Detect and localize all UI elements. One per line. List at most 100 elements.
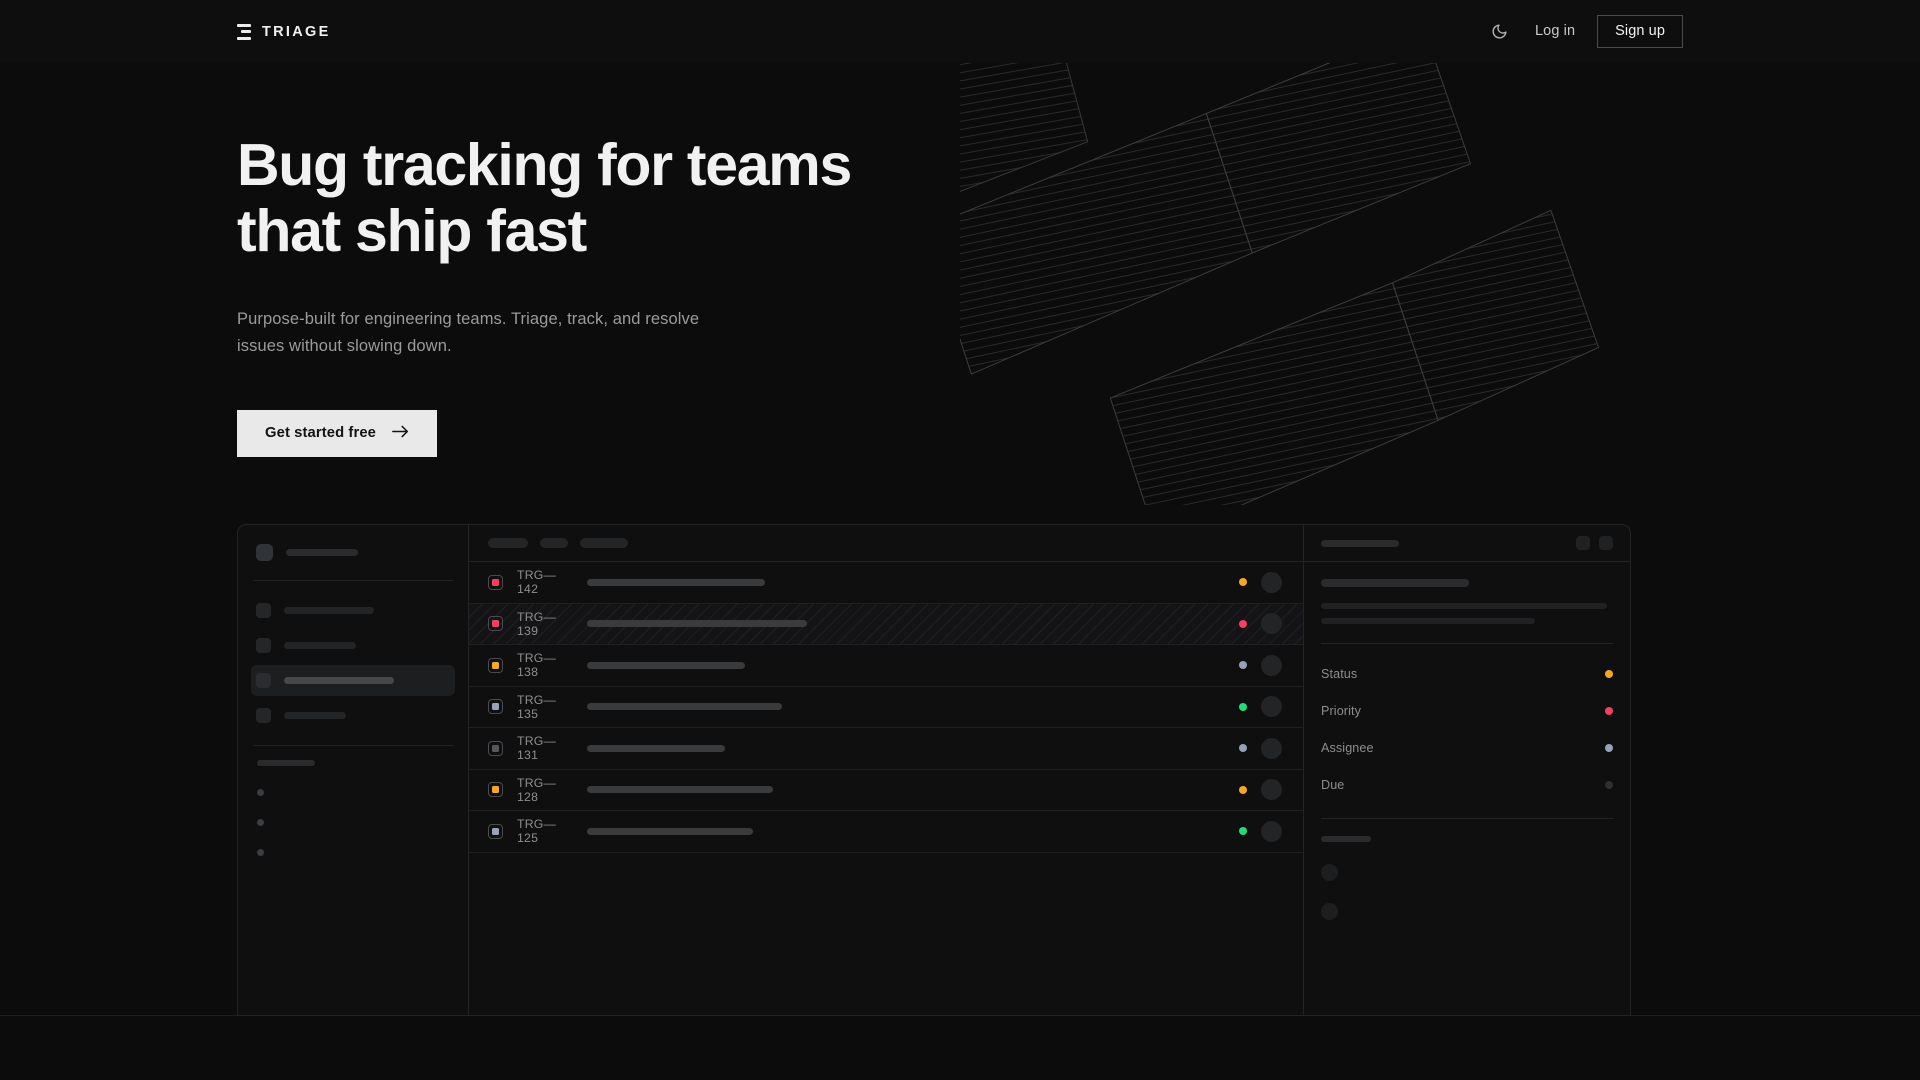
brand-logo[interactable]: TRIAGE — [237, 23, 331, 40]
table-row[interactable]: TRG—135 — [469, 687, 1303, 728]
detail-meta-row[interactable]: Due — [1321, 778, 1613, 792]
mockup-sidebar — [238, 525, 469, 1015]
issue-status-dot — [1239, 578, 1247, 587]
issue-title-skeleton — [587, 786, 773, 794]
issue-type-badge-icon — [488, 574, 503, 590]
sidebar-item-icon — [256, 673, 271, 688]
issue-title-skeleton — [587, 744, 725, 752]
avatar — [1261, 696, 1282, 718]
detail-breadcrumb-skeleton — [1321, 539, 1399, 547]
detail-action-button[interactable] — [1599, 536, 1613, 550]
table-row[interactable]: TRG—142 — [469, 562, 1303, 604]
issue-id: TRG—135 — [517, 692, 557, 721]
issue-title-skeleton — [587, 578, 765, 586]
detail-divider-2 — [1321, 818, 1613, 819]
get-started-label: Get started free — [265, 425, 376, 442]
detail-meta-label: Due — [1321, 778, 1345, 792]
top-navigation-bar: TRIAGE Log in Sign up — [0, 0, 1920, 63]
workspace-switcher[interactable] — [251, 539, 455, 566]
issue-status-dot — [1239, 827, 1247, 836]
issue-type-badge-icon — [488, 782, 503, 798]
issue-title-skeleton — [587, 703, 782, 711]
issue-id: TRG—139 — [517, 609, 557, 638]
detail-meta-row[interactable]: Assignee — [1321, 741, 1613, 755]
sidebar-project-item[interactable] — [257, 819, 264, 826]
filter-chip[interactable] — [488, 538, 528, 548]
detail-body-line — [1321, 618, 1535, 624]
avatar — [1261, 820, 1282, 842]
issue-title-skeleton — [587, 620, 807, 628]
table-row[interactable]: TRG—128 — [469, 770, 1303, 811]
avatar — [1261, 779, 1282, 801]
issue-id: TRG—142 — [517, 568, 557, 597]
sidebar-nav-item-4[interactable] — [251, 700, 455, 731]
issue-type-badge-icon — [488, 740, 503, 756]
issue-type-badge-icon — [488, 823, 503, 839]
sidebar-item-label-skeleton — [284, 642, 356, 649]
headline-line-2: that ship fast — [237, 198, 587, 265]
issue-status-dot — [1239, 702, 1247, 711]
issue-title-skeleton — [587, 661, 745, 669]
issue-status-dot — [1239, 619, 1247, 628]
detail-meta-label: Status — [1321, 667, 1358, 681]
detail-action-button[interactable] — [1576, 536, 1590, 550]
detail-body-line — [1321, 603, 1607, 609]
detail-panel-header — [1304, 525, 1630, 562]
issue-type-badge-icon — [488, 657, 503, 673]
issue-status-dot — [1239, 785, 1247, 794]
sidebar-item-icon — [256, 708, 271, 723]
arrow-right-icon — [392, 425, 409, 442]
headline-line-1: Bug tracking for teams — [237, 132, 852, 198]
sidebar-project-item[interactable] — [257, 789, 264, 796]
issue-title-skeleton — [587, 827, 753, 835]
table-row[interactable]: TRG—139 — [469, 603, 1303, 645]
detail-meta-value-dot — [1604, 743, 1613, 753]
sidebar-divider-top — [253, 580, 453, 581]
get-started-button[interactable]: Get started free — [237, 409, 437, 457]
sidebar-section-label-skeleton — [257, 760, 315, 766]
table-row[interactable]: TRG—131 — [469, 728, 1303, 770]
moon-icon[interactable] — [1485, 17, 1513, 45]
detail-meta-row[interactable]: Priority — [1321, 704, 1613, 718]
detail-meta-row[interactable]: Status — [1321, 667, 1613, 681]
avatar — [1261, 654, 1282, 676]
filter-chip[interactable] — [540, 538, 568, 548]
signup-button[interactable]: Sign up — [1597, 14, 1683, 49]
sidebar-item-icon — [256, 603, 271, 618]
workspace-avatar — [256, 544, 273, 561]
avatar — [1261, 613, 1282, 635]
issue-status-dot — [1239, 661, 1247, 670]
sidebar-project-item[interactable] — [257, 849, 264, 856]
table-row[interactable]: TRG—125 — [469, 811, 1303, 853]
issue-id: TRG—128 — [517, 775, 557, 804]
detail-meta-label: Assignee — [1321, 741, 1374, 755]
detail-meta-label: Priority — [1321, 704, 1361, 718]
sidebar-item-label-skeleton — [284, 607, 374, 614]
detail-divider — [1321, 643, 1613, 644]
login-link[interactable]: Log in — [1535, 23, 1576, 40]
sidebar-nav-item-2[interactable] — [251, 630, 455, 661]
table-row[interactable]: TRG—138 — [469, 645, 1303, 687]
issue-id: TRG—138 — [517, 651, 557, 680]
page-title: Bug tracking for teams that ship fast — [237, 132, 1920, 264]
workspace-name-skeleton — [286, 549, 358, 556]
filter-chip[interactable] — [580, 538, 628, 548]
issue-list-toolbar — [469, 525, 1303, 562]
sidebar-nav-item-3[interactable] — [251, 665, 455, 696]
detail-meta-value-dot — [1604, 780, 1613, 790]
issue-id: TRG—131 — [517, 734, 557, 763]
avatar — [1261, 571, 1282, 593]
detail-meta-value-dot — [1604, 669, 1613, 679]
sidebar-divider-bottom — [253, 745, 453, 746]
sidebar-nav-item-1[interactable] — [251, 595, 455, 626]
issue-type-badge-icon — [488, 699, 503, 715]
hero-subtitle: Purpose-built for engineering teams. Tri… — [237, 310, 700, 355]
activity-avatar — [1321, 864, 1338, 881]
sidebar-item-label-skeleton — [284, 712, 346, 719]
activity-avatar — [1321, 903, 1338, 920]
activity-label-skeleton — [1321, 836, 1371, 842]
